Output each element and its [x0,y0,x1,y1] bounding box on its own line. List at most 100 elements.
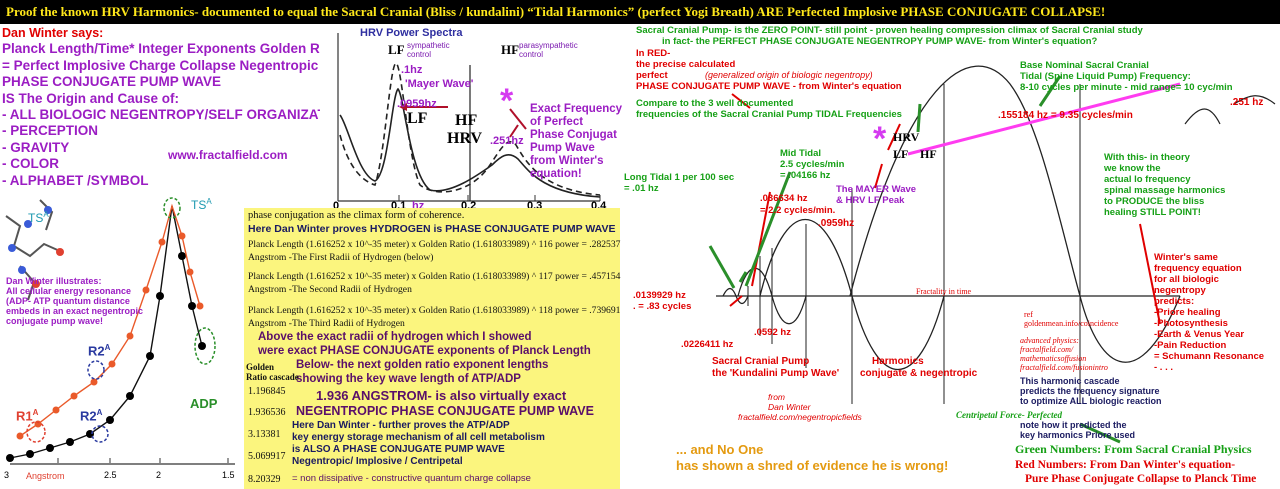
mayer-label: 'Mayer Wave' [405,78,474,90]
note-line: Pure Phase Conjugate Collapse to Planck … [1025,473,1257,485]
ts-a-label-right: TSA [191,197,212,212]
adp-energy-diagram [0,186,244,489]
atp-proof-line: = non dissipative - constructive quantum… [292,473,531,484]
hrv-big-label: HRV [447,130,482,147]
yellow-line: phase conjugation as the climax form of … [248,210,465,221]
hydrogen-proof-panel: phase conjugation as the climax form of … [244,208,620,489]
sacral-zero-point: Sacral Cranial Pump- is the ZERO POINT- … [636,25,1143,47]
note-line: of Perfect [530,116,584,128]
yellow-line: Angstrom -The Third Radii of Hydrogen [248,318,405,329]
note-line: actual lo frequency [1104,174,1191,185]
v251-label: .251hz [490,135,524,147]
illustrates-note: Dan Winter illustrates: All cellular ene… [6,276,143,326]
ref-fusion[interactable]: advanced physics: fractalfield.com/ math… [1020,336,1108,372]
note-line: . = .83 cycles [633,301,692,312]
note-line: All cellular energy resonance [6,286,132,296]
note-line: The MAYER Wave [836,184,917,195]
note-line: -Pain Reduction [1154,340,1227,351]
note-line: In RED- [636,48,671,59]
tick-0: 0 [333,200,340,212]
note-line: 8-10 cycles per minute - mid range= 10 c… [1020,82,1233,93]
note-line[interactable]: fractalfield.com/negentropicfields [738,412,862,422]
note-line: Dan Winter illustrates: [6,276,102,286]
note-line: healing STILL POINT! [1104,207,1201,218]
priore-note: note how it predicted the key harmonics … [1020,420,1135,440]
yellow-bold-line: Below- the next golden ratio exponent le… [296,359,549,371]
note-line: fractalfield.com/fusionintro [1020,363,1108,372]
lf-sub: sympathetic control [407,41,450,59]
lf-label: LF [388,42,405,57]
note-line: to optimize ALL biologic reaction [1020,396,1162,406]
note-line: goldenmean.info/coincidence [1024,319,1119,328]
claim-line: IS The Origin and Cause of: [2,90,180,106]
exact-frequency-note: Exact Frequency of Perfect Phase Conjuga… [530,103,622,181]
v0959-right: .0959hz [818,218,855,229]
no-one-note: ... and No One has shown a shred of evid… [676,442,948,474]
v0226-label: .0226411 hz [681,339,734,350]
cascade-value: 8.20329 [248,474,281,485]
in-red-note: In RED- the precise calculated perfect P… [636,48,902,92]
note-line: Compare to the 3 well documented [636,98,794,109]
from-dan-winter: from Dan Winter fractalfield.com/negentr… [738,392,862,422]
note-line: advanced physics: [1020,336,1079,345]
note-line: embeds in an exact negentropic [6,306,144,316]
note-line: conjugate pump wave! [6,316,104,326]
v0139-label: .0139929 hz . = .83 cycles [633,290,691,312]
atp-proof-line: Negentropic/ Implosive / Centripetal [292,456,463,467]
note-line: = .01 hz [624,183,659,194]
note-line: Pump Wave [530,142,595,154]
note-line: Phase Conjugat [530,129,617,141]
cascade-title: Ratio cascade [246,372,299,382]
note-line: 2.5 cycles/min [780,159,845,170]
r2a-label-lower: R2A [80,408,102,423]
yellow-bold-line: NEGENTROPIC PHASE CONJUGATE PUMP WAVE [296,404,594,418]
note-line: conjugate & negentropic [860,368,978,379]
hf-right: HF [920,147,937,161]
note-line: spinal massage harmonics [1104,185,1226,196]
lf-big-label: LF [407,110,428,127]
cascade-value: 1.196845 [248,386,286,397]
r-sup: A [32,408,39,417]
mid-tidal: Mid Tidal 2.5 cycles/min = .04166 hz [780,148,844,181]
note-line: note how it predicted the [1020,420,1127,430]
note-line: fractalfield.com/ [1020,345,1074,354]
note-line: Long Tidal 1 per 100 sec [624,172,735,183]
asterisk-icon: * [873,120,887,158]
note-line: = Schumann Resonance [1154,351,1265,362]
tick-3: 3 [4,470,10,480]
r-text: R2 [80,408,97,424]
ref-coincidence[interactable]: ref goldenmean.info/coincidence [1024,310,1118,328]
hf-sub: parasympathetic control [519,41,578,59]
cascade-value: 5.069917 [248,451,286,462]
adp-label: ADP [190,396,218,411]
note-line: from Winter's [530,155,604,167]
note-line: This harmonic cascade [1020,376,1120,386]
note-line: Winter's same [1154,252,1218,263]
harmonics-label: Harmonics conjugate & negentropic [860,356,977,380]
note-line: Base Nominal Sacral Cranial [1020,60,1149,71]
note-line: the precise calculated [636,59,736,70]
fractalfield-link[interactable]: www.fractalfield.com [168,148,288,162]
hrv-spectra-graph [320,25,620,215]
red-numbers-legend: Red Numbers: From Dan Winter's equation-… [1015,458,1256,486]
yellow-line: Planck Length (1.616252 x 10^-35 meter) … [248,305,621,316]
r-sup: A [96,408,103,417]
note-line: -Priore healing [1154,307,1221,318]
theory-note: With this- in theory we know the actual … [1104,152,1225,218]
note-line: -Photosynthesis [1154,318,1228,329]
long-tidal: Long Tidal 1 per 100 sec = .01 hz [624,172,734,194]
cascade-value: 3.13381 [248,429,281,440]
harmonic-cascade-note: This harmonic cascade predicts the frequ… [1020,376,1162,406]
r-text: R2 [88,343,105,359]
note-line: Tidal (Spine Liquid Pump) Frequency: [1020,71,1191,82]
same-equation-note: Winter's same frequency equation for all… [1154,252,1264,373]
ts-sup: A [206,197,212,206]
centripetal-label: Centripetal Force- Perfected [956,410,1062,420]
tick-15: 1.5 [222,470,235,480]
note-line: .036634 hz [760,193,808,204]
mayer-note: The MAYER Wave & HRV LF Peak [836,184,916,206]
v251-right: .251 hz [1230,97,1264,108]
note-line: PHASE CONJUGATE PUMP WAVE - from Winter'… [636,81,902,92]
hf-big-label: HF [455,112,478,129]
note-line: has shown a shred of evidence he is wron… [676,458,949,473]
